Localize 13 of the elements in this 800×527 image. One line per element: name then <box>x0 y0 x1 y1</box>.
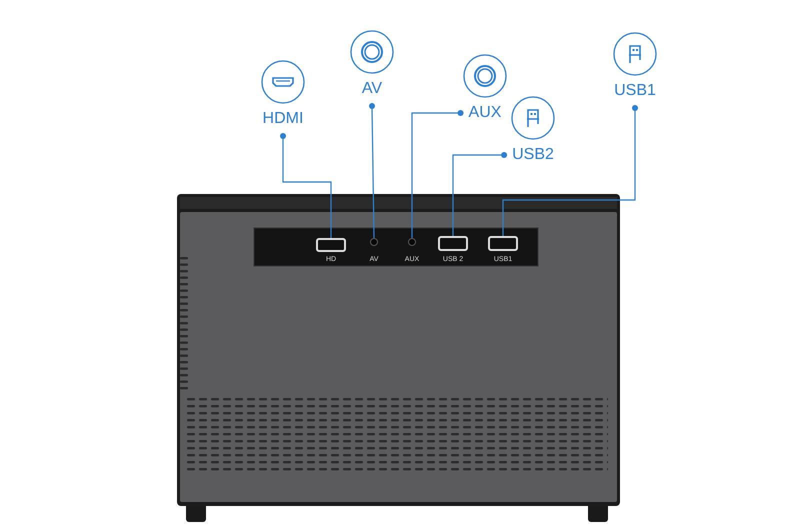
port-label: USB2 <box>512 146 554 164</box>
port-label: AV <box>362 80 382 98</box>
port-socket <box>316 238 346 252</box>
leader-line <box>280 133 332 238</box>
leader-line <box>502 105 638 236</box>
port-label: AUX <box>468 104 502 122</box>
port-label: USB1 <box>614 82 656 100</box>
port-socket <box>488 236 518 251</box>
port-socket <box>438 236 468 251</box>
leader-line <box>369 103 375 238</box>
port-label: HDMI <box>262 110 304 128</box>
leader-line <box>411 110 464 238</box>
leader-line <box>452 152 508 236</box>
